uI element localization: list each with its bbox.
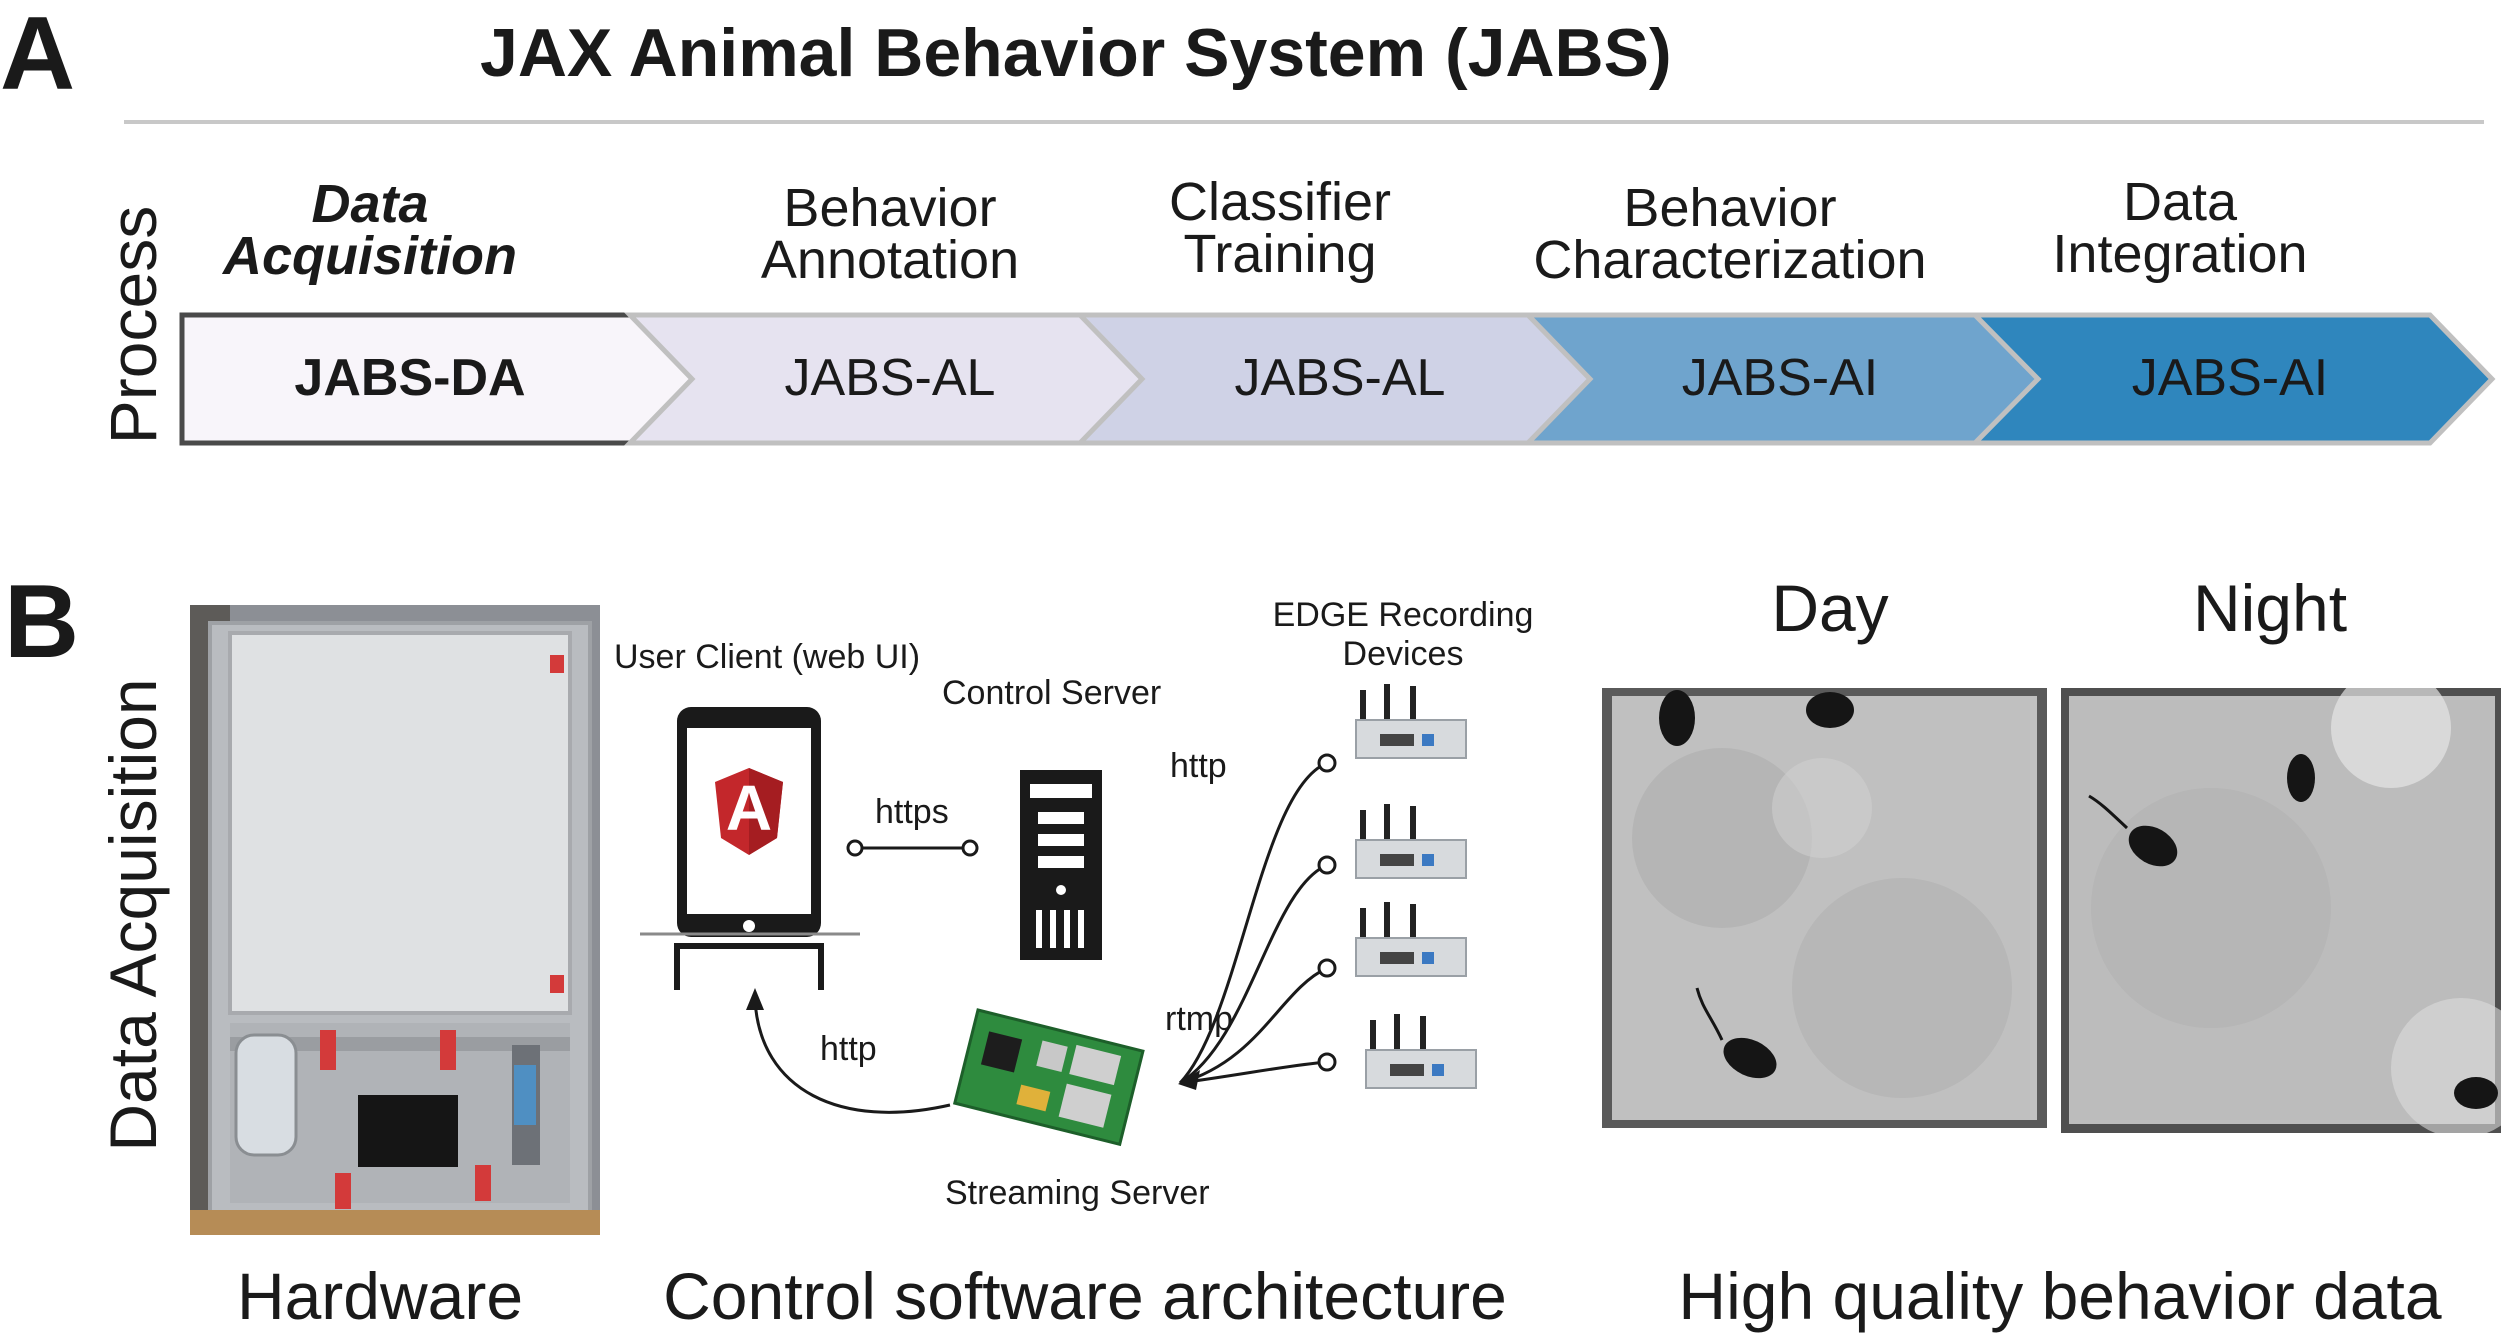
device-connector-dots bbox=[1317, 753, 1337, 1072]
caption-hardware: Hardware bbox=[236, 1259, 524, 1333]
process-arrow-5 bbox=[1969, 312, 2496, 446]
caption-data: High quality behavior data bbox=[1678, 1259, 2442, 1333]
edge-devices-label: EDGE Recording Devices bbox=[1272, 596, 1534, 673]
mouse-icon bbox=[1659, 690, 1695, 746]
page-title: JAX Animal Behavior System (JABS) bbox=[480, 15, 1672, 91]
mouse-icon bbox=[2454, 1077, 2498, 1109]
panel-b-letter: B bbox=[4, 564, 80, 680]
server-icon bbox=[1020, 770, 1102, 960]
tablet-icon: A bbox=[640, 707, 860, 990]
night-arena-image bbox=[2061, 688, 2501, 1133]
control-server-label: Control Server bbox=[942, 674, 1162, 712]
rtmp-connectors bbox=[1178, 761, 1328, 1085]
streaming-server-label: Streaming Server bbox=[945, 1174, 1210, 1212]
mouse-icon bbox=[1723, 1037, 1777, 1079]
svg-text:A: A bbox=[726, 772, 772, 844]
edge-device-icons bbox=[1355, 684, 1477, 1089]
streaming-server-icon bbox=[952, 1008, 1145, 1147]
data-acquisition-side-label: Data Acquisition bbox=[96, 678, 170, 1152]
rtmp-arrowhead bbox=[1178, 1070, 1200, 1090]
arrow-text-jabs-ai-1: JABS-AI bbox=[1681, 349, 1879, 407]
process-arrows bbox=[179, 312, 2496, 446]
http-bottom-label: http bbox=[820, 1030, 877, 1068]
https-label: https bbox=[875, 793, 949, 831]
mouse-icon bbox=[2128, 825, 2178, 867]
http-top-label: http bbox=[1170, 747, 1227, 785]
day-label: Day bbox=[1771, 571, 1889, 645]
day-arena-image bbox=[1602, 688, 2047, 1128]
http-return-arrow bbox=[753, 999, 951, 1114]
rtmp-label: rtmp bbox=[1165, 1000, 1233, 1038]
night-label: Night bbox=[2192, 571, 2348, 645]
mouse-icon bbox=[2287, 754, 2315, 802]
arrow-text-jabs-ai-2: JABS-AI bbox=[2131, 349, 2329, 407]
caption-software: Control software architecture bbox=[663, 1259, 1507, 1333]
user-client-label: User Client (web UI) bbox=[614, 638, 921, 676]
panel-a-letter: A bbox=[0, 0, 76, 112]
arrow-text-jabs-al-1: JABS-AL bbox=[784, 349, 996, 407]
title-divider bbox=[124, 120, 2484, 124]
arrow-text-jabs-da: JABS-DA bbox=[294, 349, 526, 407]
hardware-photo bbox=[190, 605, 600, 1235]
architecture-diagram: A bbox=[640, 684, 1477, 1147]
arrow-text-jabs-al-2: JABS-AL bbox=[1234, 349, 1446, 407]
mouse-icon bbox=[1806, 692, 1854, 728]
